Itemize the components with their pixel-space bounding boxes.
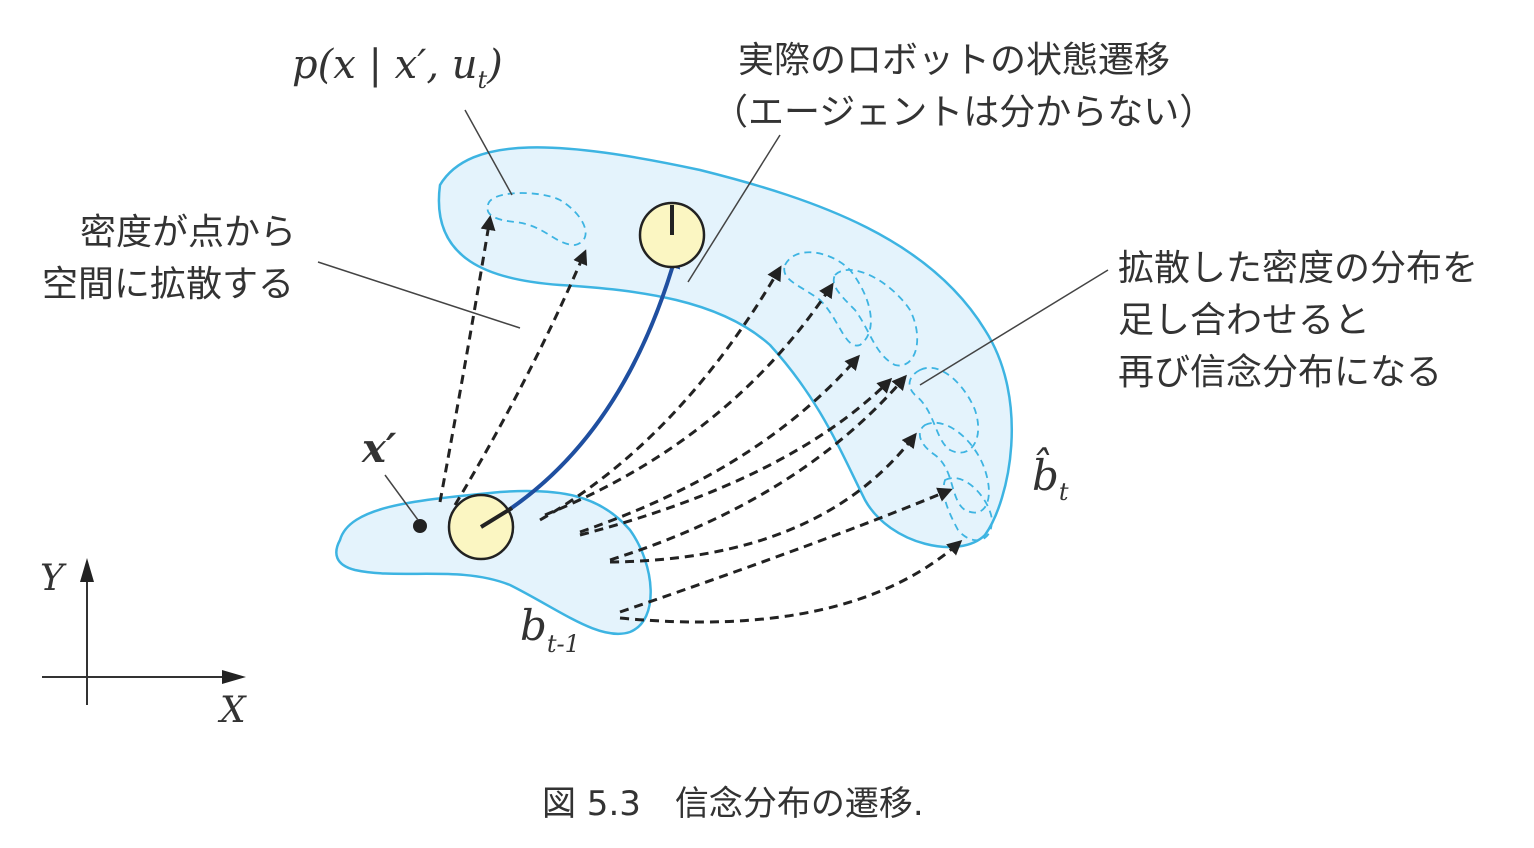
robot-previous xyxy=(447,493,515,561)
spread-label-line1: 密度が点から xyxy=(80,212,296,253)
sum-label-line1: 拡散した密度の分布を xyxy=(1118,248,1478,289)
previous-belief-label: bt-1 xyxy=(520,601,580,658)
actual-transition-label-line2: （エージェントは分からない） xyxy=(712,92,1215,133)
robot-current xyxy=(638,201,706,269)
x-prime-point xyxy=(413,519,427,533)
y-axis-label: Y xyxy=(40,558,67,599)
actual-transition-path xyxy=(480,251,681,529)
actual-transition-label-line1: 実際のロボットの状態遷移 xyxy=(738,40,1170,81)
x-axis-label: X xyxy=(217,690,247,731)
predicted-belief-region xyxy=(437,146,1014,549)
sum-label-line3: 再び信念分布になる xyxy=(1118,352,1442,393)
sum-label-line2: 足し合わせると xyxy=(1118,300,1370,341)
x-prime-label: x′ xyxy=(361,425,397,472)
xy-axes xyxy=(42,558,246,705)
spread-label-line2: 空間に拡散する xyxy=(42,264,294,305)
figure-caption: 図 5.3 信念分布の遷移. xyxy=(542,784,924,824)
leader-lines xyxy=(317,109,1109,521)
spread-densities xyxy=(486,192,993,542)
transition-model-label: p(x | x′, ut) xyxy=(292,42,503,94)
predicted-belief-label: b̂t xyxy=(1032,446,1069,506)
sampled-transition-arrows xyxy=(438,215,963,624)
